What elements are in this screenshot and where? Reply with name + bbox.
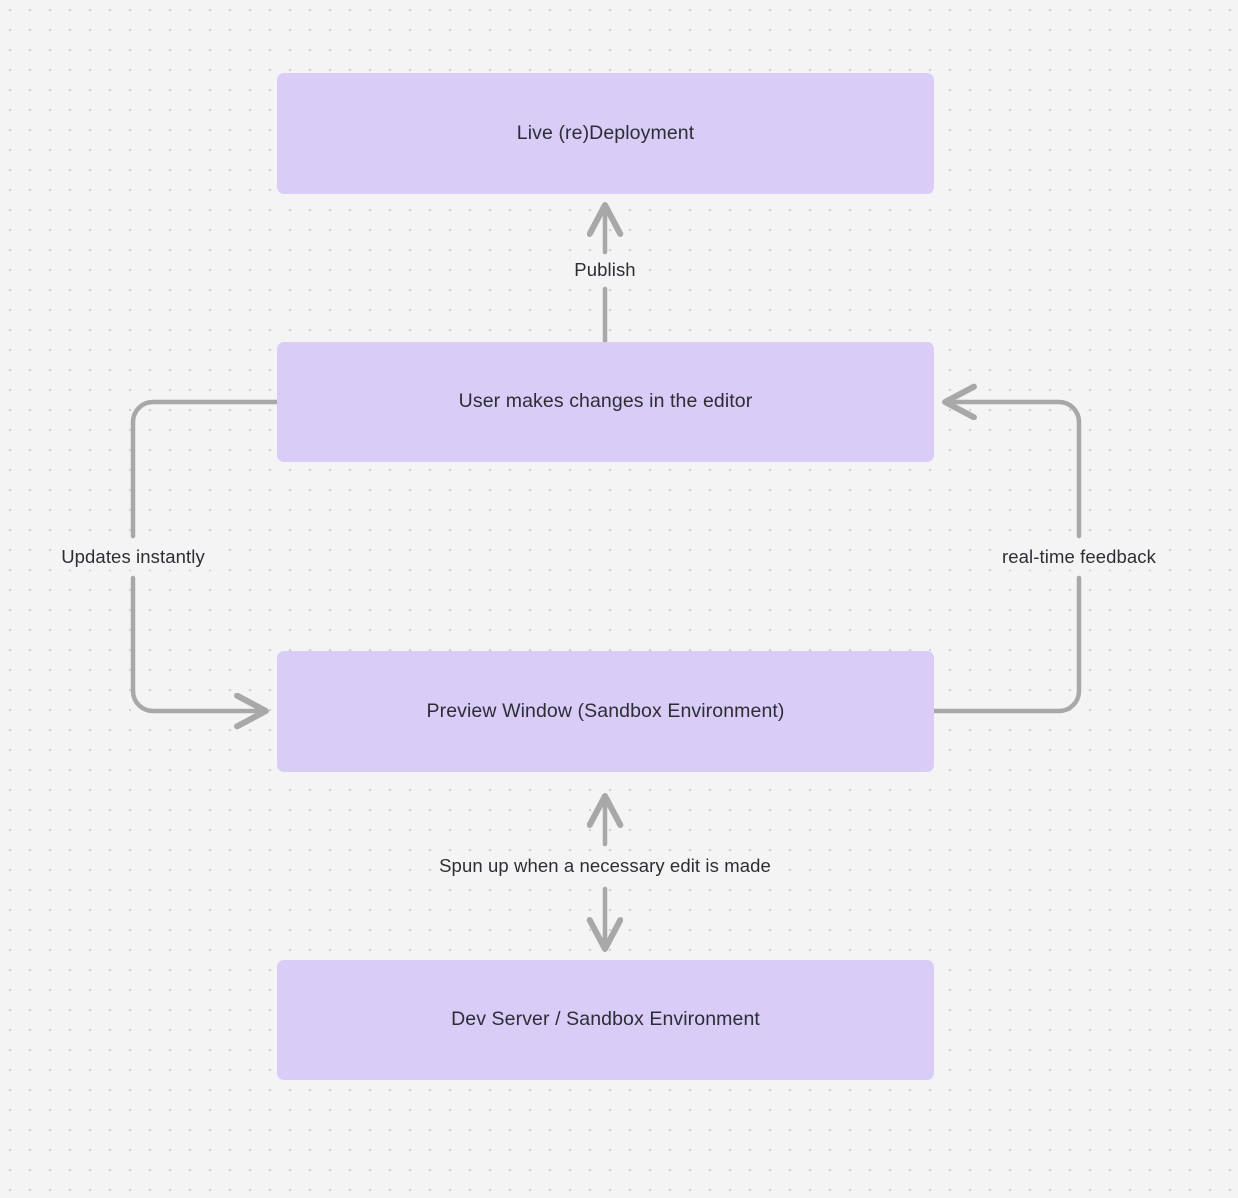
edge-label-spun-up: Spun up when a necessary edit is made [432,853,778,879]
node-label: Live (re)Deployment [516,121,695,144]
node-label: User makes changes in the editor [458,390,753,413]
node-label: Preview Window (Sandbox Environment) [426,699,785,722]
edge-label-updates-instantly: Updates instantly [54,544,212,570]
node-user-makes-changes[interactable]: User makes changes in the editor [277,342,934,462]
node-live-deployment[interactable]: Live (re)Deployment [277,73,934,194]
edge-label-publish: Publish [567,257,643,283]
node-preview-window[interactable]: Preview Window (Sandbox Environment) [277,651,934,772]
edge-label-real-time-feedback: real-time feedback [995,544,1163,570]
node-label: Dev Server / Sandbox Environment [451,1008,760,1031]
node-dev-server[interactable]: Dev Server / Sandbox Environment [277,960,934,1080]
